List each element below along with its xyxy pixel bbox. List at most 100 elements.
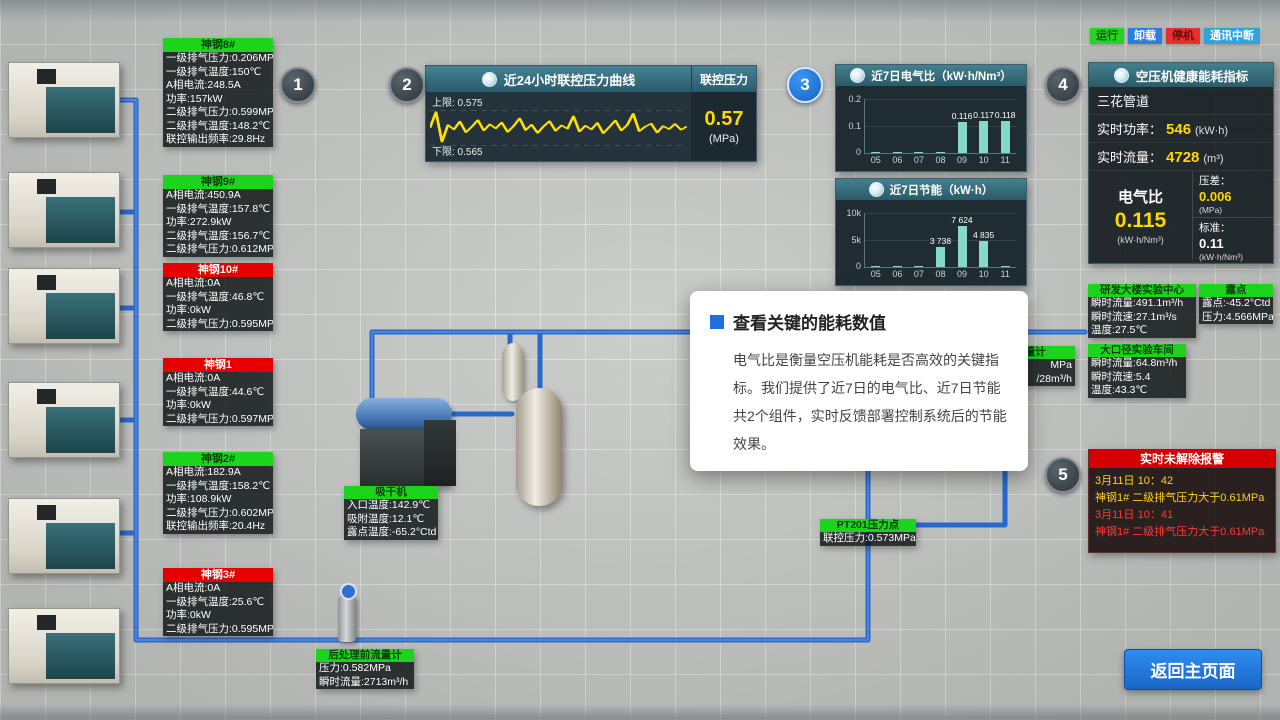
- legend-stopped[interactable]: 停机: [1166, 28, 1200, 44]
- sensor-name: 研发大楼实验中心: [1088, 284, 1196, 297]
- ytick: 0.1: [848, 121, 861, 131]
- metric: 一级排气温度:25.6℃: [166, 595, 265, 608]
- elec-ratio-kpi: 电气比 0.115 (kW·h/Nm³): [1114, 188, 1167, 245]
- compressor-name: 神钢2#: [163, 452, 273, 466]
- gauge-icon: [868, 182, 884, 197]
- pt201-name: PT201压力点: [820, 519, 916, 532]
- compressor-panel-shenkou2: 神钢2# A相电流:182.9A 一级排气温度:158.2℃ 功率:108.9k…: [163, 452, 273, 534]
- linked-pressure-header: 联控压力: [691, 66, 756, 92]
- lower-limit-label: 下限: 0.565: [432, 147, 483, 158]
- sensor-metric: /28m³/h: [1036, 372, 1072, 385]
- metric: A相电流:0A: [166, 372, 221, 384]
- air-tank-large: [516, 388, 562, 506]
- pre-flow-metric: 压力:0.582MPa: [319, 662, 391, 674]
- pressure-diff-kpi: 压差： 0.006 (MPa): [1199, 175, 1232, 215]
- pre-flow-name: 后处理前流量计: [316, 649, 414, 662]
- sensor-metric: 压力:4.566MPa: [1202, 310, 1273, 323]
- alarm-message: 神钢1# 二级排气压力大于0.61MPa: [1095, 526, 1265, 538]
- linked-pressure-unit: (MPa): [709, 132, 739, 145]
- dryer-cabinet: [424, 420, 456, 486]
- tooltip-title: 查看关键的能耗数值: [733, 314, 886, 333]
- sensor-metric: MPa: [1050, 359, 1072, 371]
- ytick: 0: [855, 261, 861, 271]
- metric: 一级排气温度:157.8℃: [166, 202, 270, 215]
- metric: A相电流:182.9A: [166, 466, 241, 478]
- compressor-unit: [8, 608, 120, 684]
- pressure-trend-title: 近24小时联控压力曲线: [503, 72, 636, 88]
- ytick: 10k: [846, 208, 861, 218]
- sensor-metric: 瞬时流速:5.4: [1091, 370, 1151, 383]
- legend-unload[interactable]: 卸载: [1128, 28, 1162, 44]
- sensor-metric: 瞬时流量:491.1m³/h: [1091, 297, 1184, 309]
- compressor-unit: [8, 498, 120, 574]
- metric: A相电流:450.9A: [166, 189, 241, 201]
- tutorial-step-3-active[interactable]: 3: [787, 67, 823, 103]
- tutorial-step-2[interactable]: 2: [389, 67, 425, 103]
- metric: 一级排气温度:150℃: [166, 65, 262, 78]
- tooltip-body: 电气比是衡量空压机能耗是否高效的关键指标。我们提供了近7日的电气比、近7日节能共…: [733, 352, 1007, 452]
- pre-flow-metric: 瞬时流量:2713m³/h: [319, 675, 409, 688]
- alarm-title: 实时未解除报警: [1089, 450, 1275, 468]
- dryer-label-panel: 吸干机 入口温度:142.9℃ 吸附温度:12.1℃ 露点温度:-65.2°Ct…: [344, 486, 438, 540]
- metric: 二级排气压力:0.612MPa: [166, 243, 273, 255]
- compressor-unit: [8, 172, 120, 248]
- pipeline-name: 三花管道: [1089, 87, 1273, 115]
- compressor-name: 神钢1: [163, 358, 273, 372]
- linked-pressure-value: 0.57: [704, 107, 744, 130]
- compressor-unit: [8, 62, 120, 138]
- pressure-plot-area: 上限: 0.575 下限: 0.565: [426, 92, 692, 160]
- ytick: 0.2: [848, 94, 861, 104]
- tutorial-step-1[interactable]: 1: [280, 67, 316, 103]
- health-kpi-panel: 空压机健康能耗指标 三花管道 实时功率： 546 (kW·h) 实时流量： 47…: [1088, 62, 1274, 264]
- realtime-flow: 实时流量： 4728 (m³): [1089, 143, 1273, 171]
- metric: 功率:272.9kW: [166, 216, 232, 228]
- metric: 二级排气压力:0.602MPa: [166, 506, 273, 519]
- compressor-panel-shenkou8: 神钢8# 一级排气压力:0.206MPa 一级排气温度:150℃ A相电流:24…: [163, 38, 273, 147]
- standard-kpi: 标准： 0.11 (kW·h/Nm³): [1193, 217, 1273, 264]
- metric: 功率:0kW: [166, 304, 211, 316]
- dryer-metric: 入口温度:142.9℃: [347, 499, 430, 511]
- flow-meter-gauge-icon: [340, 583, 357, 600]
- metric: 一级排气温度:158.2℃: [166, 479, 270, 492]
- sensor-panel-large-bore: 大口径实验车间 瞬时流量:64.8m³/h 瞬时流速:5.4 温度:43.3℃: [1088, 344, 1186, 398]
- metric: 二级排气温度:156.7℃: [166, 229, 270, 242]
- pt201-metric: 联控压力:0.573MPa: [823, 532, 916, 544]
- metric: A相电流:0A: [166, 277, 221, 289]
- legend-comm-fail[interactable]: 通讯中断: [1204, 28, 1260, 44]
- ytick: 0: [855, 147, 861, 157]
- dryer-metric: 吸附温度:12.1℃: [347, 512, 425, 525]
- alarm-message: 神钢1# 二级排气压力大于0.61MPa: [1095, 492, 1265, 504]
- compressor-panel-shenkou10: 神钢10# A相电流:0A 一级排气温度:46.8℃ 功率:0kW 二级排气压力…: [163, 263, 273, 331]
- tutorial-tooltip: 查看关键的能耗数值 电气比是衡量空压机能耗是否高效的关键指标。我们提供了近7日的…: [690, 291, 1028, 471]
- back-to-main-button[interactable]: 返回主页面: [1124, 649, 1262, 690]
- tutorial-step-4[interactable]: 4: [1045, 67, 1081, 103]
- metric: 二级排气压力:0.595MPa: [166, 317, 273, 330]
- metric: 功率:0kW: [166, 399, 211, 411]
- gauge-icon: [481, 71, 497, 87]
- bullet-square-icon: [710, 314, 724, 329]
- sensor-metric: 温度:43.3℃: [1091, 384, 1148, 396]
- bottom-shade: [0, 704, 1280, 720]
- metric: 二级排气压力:0.595MPa: [166, 622, 273, 635]
- compressor-panel-shenkou9: 神钢9# A相电流:450.9A 一级排气温度:157.8℃ 功率:272.9k…: [163, 175, 273, 257]
- metric: A相电流:0A: [166, 582, 221, 594]
- upper-limit-label: 上限: 0.575: [432, 98, 483, 109]
- legend-running[interactable]: 运行: [1090, 28, 1124, 44]
- realtime-power: 实时功率： 546 (kW·h): [1089, 115, 1273, 143]
- dryer-metric: 露点温度:-65.2°Ctd: [347, 526, 437, 538]
- metric: 二级排气压力:0.597MPa: [166, 412, 273, 425]
- metric: 功率:108.9kW: [166, 493, 232, 505]
- metric: 联控输出频率:20.4Hz: [166, 520, 266, 532]
- air-tank-small: [502, 343, 524, 401]
- ytick: 5k: [851, 235, 861, 245]
- tutorial-step-5[interactable]: 5: [1045, 457, 1081, 493]
- dryer-name: 吸干机: [344, 486, 438, 499]
- compressor-name: 神钢10#: [163, 263, 273, 277]
- compressor-name: 神钢8#: [163, 38, 273, 52]
